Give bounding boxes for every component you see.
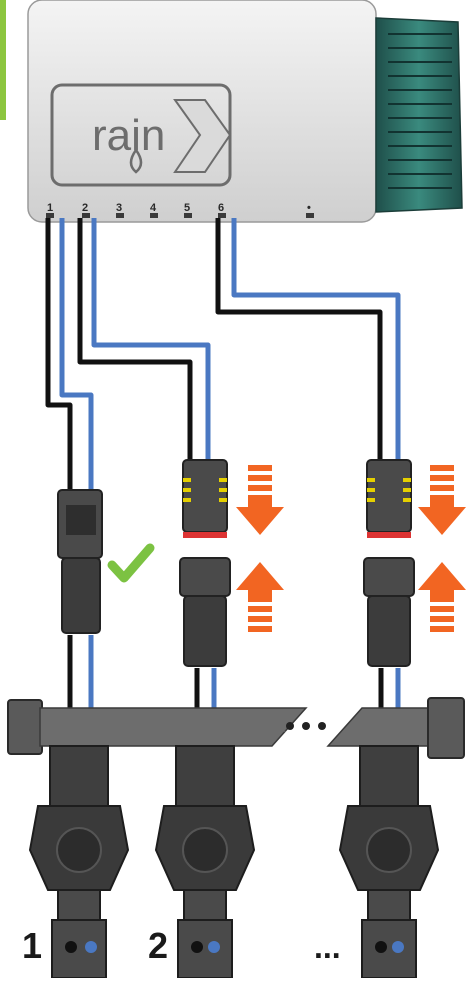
valve-n xyxy=(340,746,438,978)
arrow-up-icon xyxy=(418,562,466,632)
zone-label-1: 1 xyxy=(22,925,42,966)
terminal-label: 1 xyxy=(47,202,53,214)
connector-female-n xyxy=(364,558,414,666)
valve-2 xyxy=(156,746,254,978)
wire-blue-n xyxy=(234,218,398,460)
connector-female-2 xyxy=(180,558,230,666)
connector-male-2 xyxy=(183,460,227,538)
controller xyxy=(28,0,376,222)
connector-connected xyxy=(58,490,102,633)
wire-black-1 xyxy=(48,218,70,495)
wire-black-n xyxy=(218,218,380,460)
arrow-up-icon xyxy=(236,562,284,632)
terminal-label: 6 xyxy=(218,202,224,214)
dial-knob xyxy=(376,18,462,212)
terminal-label: 5 xyxy=(184,202,190,214)
terminal-label: • xyxy=(307,202,311,214)
brand-text: rain xyxy=(92,111,165,160)
zone-label-more: ... xyxy=(314,929,341,965)
terminal-label: 4 xyxy=(150,202,157,214)
connector-male-n xyxy=(367,460,411,538)
wire-blue-1 xyxy=(62,218,91,495)
valve-1 xyxy=(30,746,128,978)
arrow-down-icon xyxy=(418,465,466,535)
zone-label-2: 2 xyxy=(148,925,168,966)
terminal-label: 2 xyxy=(82,202,88,214)
check-icon xyxy=(112,548,150,578)
accent-bar xyxy=(0,0,6,120)
terminal-label: 3 xyxy=(116,202,122,214)
arrow-down-icon xyxy=(236,465,284,535)
